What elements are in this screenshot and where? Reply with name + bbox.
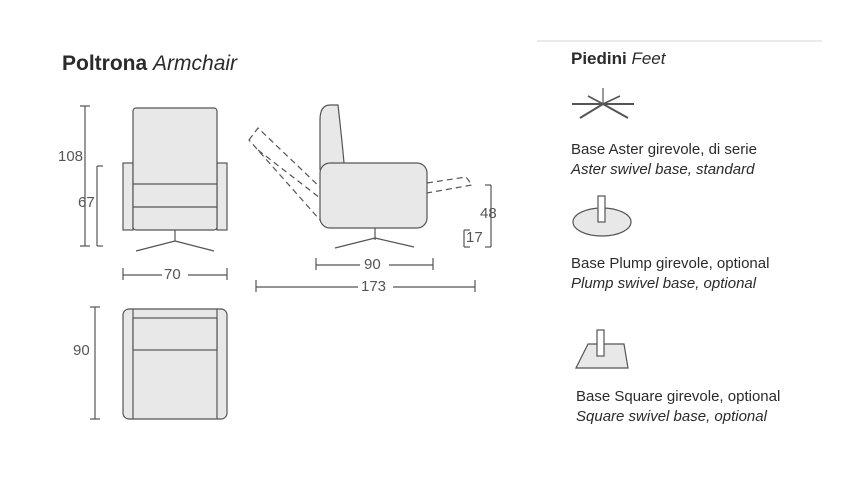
dim-side-depth: 90 (364, 256, 381, 273)
feet-option-square: Base Square girevole, optional Square sw… (576, 387, 780, 427)
title-italic: Armchair (153, 52, 238, 75)
feet-option-square-en: Square swivel base, optional (576, 408, 767, 425)
dim-side-recline-length: 173 (361, 278, 387, 295)
page-title: Poltrona Armchair (62, 52, 237, 76)
front-dimension-lines (80, 105, 228, 280)
feet-option-aster: Base Aster girevole, di serie Aster swiv… (571, 140, 757, 180)
side-view (248, 104, 474, 249)
feet-option-plump-it: Base Plump girevole, optional (571, 255, 770, 272)
dim-front-width: 70 (164, 266, 181, 283)
feet-title: Piedini Feet (571, 49, 666, 69)
feet-title-bold: Piedini (571, 49, 627, 68)
dim-side-foot-height: 17 (466, 229, 483, 246)
plump-base-icon (572, 195, 632, 237)
front-view (122, 107, 228, 252)
side-dimension-lines (255, 184, 492, 292)
feet-title-italic: Feet (631, 49, 666, 68)
aster-base-icon (572, 88, 634, 119)
top-view (122, 308, 228, 420)
dim-side-height: 48 (480, 205, 497, 222)
dim-top-depth: 90 (73, 342, 90, 359)
square-base-icon (575, 329, 629, 369)
feet-option-plump-en: Plump swivel base, optional (571, 275, 757, 292)
dim-front-seat-height: 67 (78, 194, 95, 211)
feet-option-square-it: Base Square girevole, optional (576, 388, 781, 405)
feet-option-aster-en: Aster swivel base, standard (571, 161, 755, 178)
title-bold: Poltrona (62, 52, 148, 75)
feet-option-plump: Base Plump girevole, optional Plump swiv… (571, 254, 769, 294)
top-dimension-lines (90, 306, 100, 420)
dim-front-height: 108 (58, 148, 84, 165)
feet-option-aster-it: Base Aster girevole, di serie (571, 141, 757, 158)
